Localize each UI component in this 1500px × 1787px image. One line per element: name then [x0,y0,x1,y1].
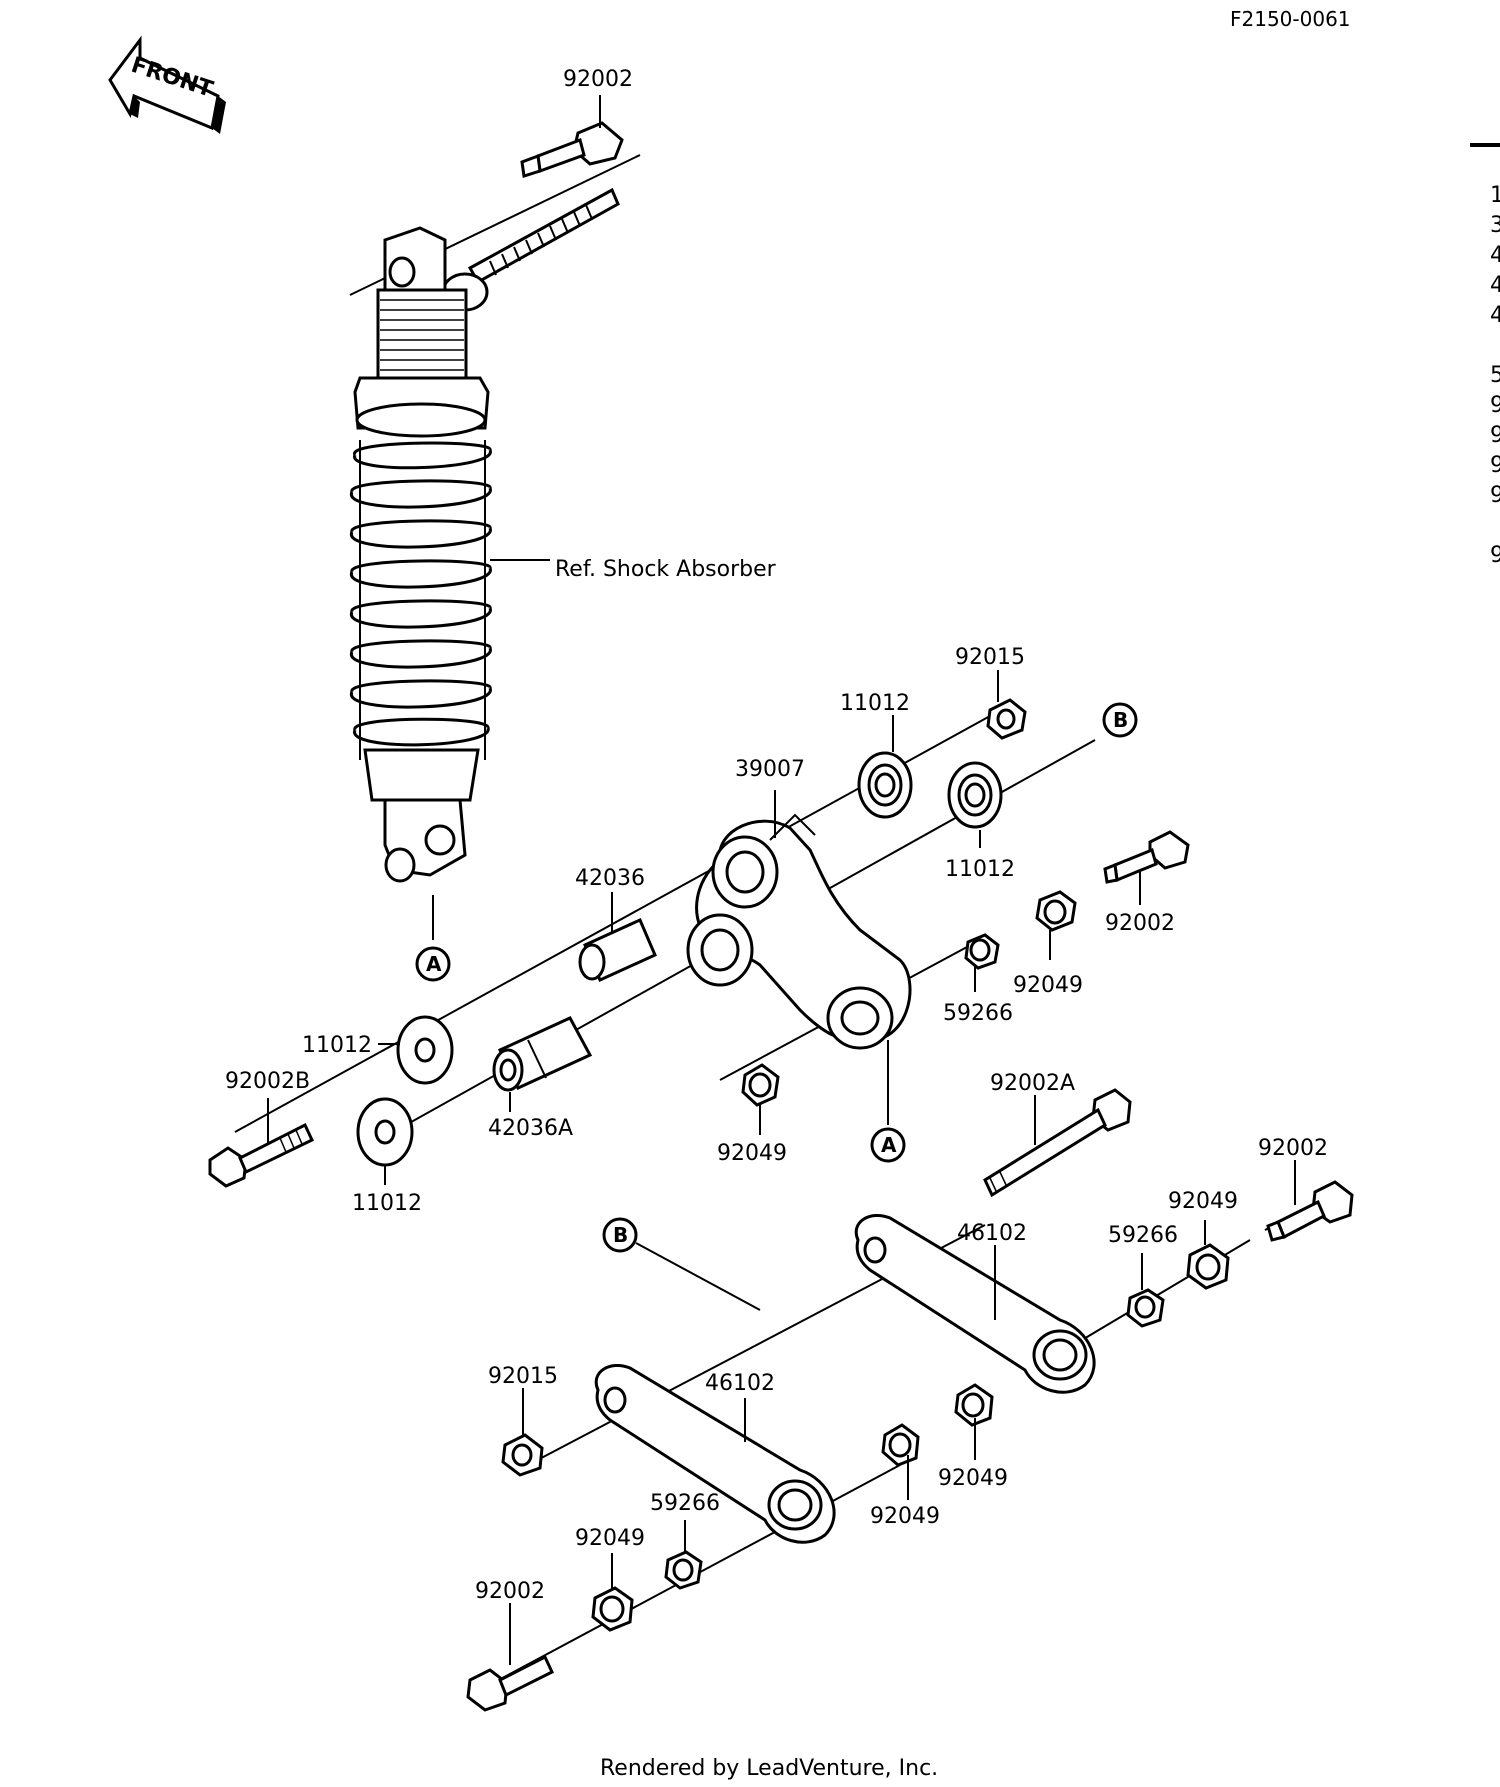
bolt-92002-bottom [466,1654,554,1712]
part-label: 92002B [225,1069,310,1094]
part-label: 59266 [943,1001,1013,1026]
side-index-item: 5 [1490,363,1500,388]
sleeve-42036 [578,918,657,982]
marker-b-lower: B [602,1217,638,1253]
part-label: 39007 [735,757,805,782]
svg-text:B: B [1113,708,1128,732]
part-label: 92049 [870,1504,940,1529]
rocker-arm-39007 [686,813,912,1050]
part-label: 11012 [945,857,1015,882]
side-index-item: 4 [1490,273,1500,298]
collar-59266-mid [964,933,1000,970]
svg-text:A: A [881,1133,897,1157]
part-label: 92015 [488,1364,558,1389]
nut-92015-lower [501,1433,544,1477]
front-arrow-icon: FRONT [108,35,226,134]
part-label: 59266 [650,1491,720,1516]
marker-b-upper: B [1102,702,1138,738]
bolt-92002A [983,1088,1132,1198]
part-label: 11012 [352,1191,422,1216]
part-label: 92049 [717,1141,787,1166]
shock-absorber-label: Ref. Shock Absorber [555,557,777,582]
side-index-item: 9 [1490,393,1500,418]
part-label: 92002 [563,67,633,92]
part-label: 92049 [1168,1189,1238,1214]
side-index-item: 9 [1490,483,1500,508]
side-index-item: 9 [1490,543,1500,568]
bearing-11012-right [947,761,1003,829]
part-label: 46102 [957,1221,1027,1246]
footer-credit: Rendered by LeadVenture, Inc. [600,1756,938,1781]
collar-59266-right [1126,1288,1165,1328]
seal-92049-lower-mid [881,1423,920,1467]
part-label: 11012 [840,691,910,716]
seal-92049-right [1035,890,1077,932]
side-index-item: 9 [1490,453,1500,478]
drawing-code: F2150-0061 [1230,7,1351,31]
nut-92015-top [986,698,1027,740]
washer-11012-bottom [356,1097,414,1167]
side-index-item: 4 [1490,243,1500,268]
seal-92049-lower-left [591,1586,634,1632]
sleeve-42036A [492,1016,593,1092]
side-index-item: 9 [1490,423,1500,448]
bearing-11012-upper [857,751,913,819]
bolt-92002B [208,1122,314,1188]
part-label: 92015 [955,645,1025,670]
side-index: 1 3 4 4 4 5 9 9 9 9 9 [1490,183,1500,568]
marker-a-lower: A [870,1127,906,1163]
svg-text:A: A [426,952,442,976]
part-label: 59266 [1108,1223,1178,1248]
part-label: 92049 [575,1526,645,1551]
side-index-item: 1 [1490,183,1500,208]
part-label: 92002A [990,1071,1075,1096]
part-label: 92049 [938,1466,1008,1491]
side-index-item: 3 [1490,213,1500,238]
bolt-92002-top [520,121,624,178]
part-label: 42036A [488,1116,573,1141]
part-label: 46102 [705,1371,775,1396]
seal-92049-far-right [1186,1243,1230,1290]
part-label: 92002 [1258,1136,1328,1161]
svg-text:B: B [613,1223,628,1247]
part-label: 92002 [475,1579,545,1604]
washer-11012-left [396,1015,454,1085]
marker-a-upper: A [415,946,451,982]
side-index-item: 4 [1490,303,1500,328]
bolt-92002-right [1103,830,1190,884]
part-label: 11012 [302,1033,372,1058]
bolt-92002-far-right [1266,1180,1354,1242]
shock-absorber [349,121,641,883]
collar-59266-lower [664,1550,703,1590]
tie-rod-46102-lower [594,1363,836,1544]
seal-92049-mid [741,1063,780,1107]
part-label: 92002 [1105,911,1175,936]
part-label: 42036 [575,866,645,891]
seal-92049-lr [954,1383,994,1427]
part-label: 92049 [1013,973,1083,998]
tie-rod-46102-upper [854,1213,1096,1394]
